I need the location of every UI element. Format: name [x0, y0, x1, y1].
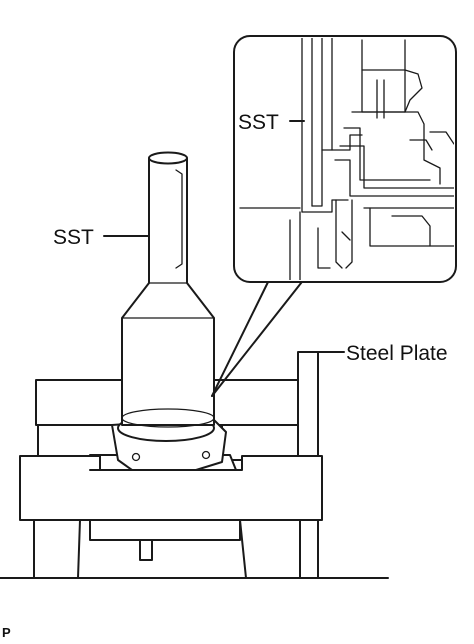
- sst-inset-label: SST: [238, 111, 279, 134]
- figure-code: P: [2, 625, 11, 640]
- steel-plate-label: Steel Plate: [346, 342, 448, 365]
- sst-tool: [121, 151, 215, 428]
- sst-label: SST: [53, 226, 94, 249]
- leader-lines: [103, 120, 345, 353]
- callout-lines: [211, 277, 306, 397]
- inset-detail: [233, 35, 457, 283]
- front-press-block: [0, 455, 389, 579]
